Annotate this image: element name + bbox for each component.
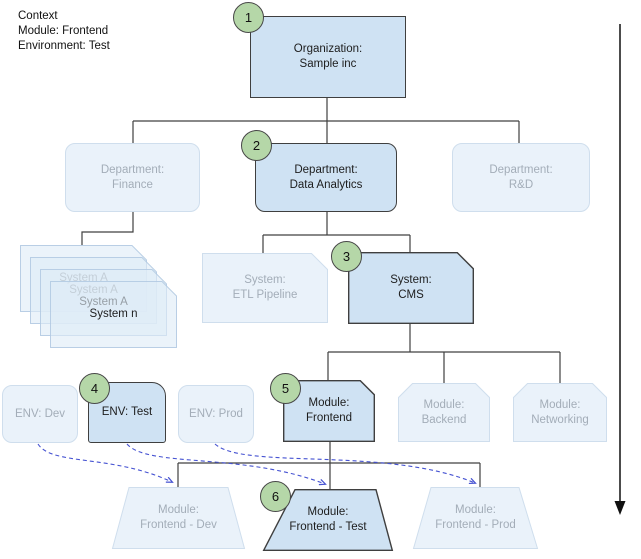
node-system-etl[interactable]: System: ETL Pipeline (202, 253, 328, 323)
env-prod-label: ENV: Prod (189, 407, 243, 420)
context-legend: Context Module: Frontend Environment: Te… (18, 9, 110, 54)
env-test-link (126, 443, 327, 486)
finance-stack-connector (81, 212, 134, 245)
context-module-line: Module: Frontend (18, 25, 109, 37)
node-department-rnd[interactable]: Department: R&D (452, 143, 590, 212)
system-cms-label: System: CMS (390, 274, 432, 301)
system-stack-label-4: System n (89, 308, 138, 320)
context-heading: Context (18, 10, 58, 22)
node-module-networking[interactable]: Module: Networking (513, 383, 607, 442)
step-badge-2: 2 (241, 130, 272, 161)
step-badge-1: 1 (233, 2, 264, 33)
department-finance-label: Department: Finance (100, 163, 165, 191)
frontend-prod-label: Module: Frontend - Prod (435, 504, 516, 531)
node-module-frontend[interactable]: Module: Frontend (283, 380, 375, 442)
node-system-cms[interactable]: System: CMS (348, 252, 474, 324)
department-data-analytics-label: Department: Data Analytics (289, 163, 363, 191)
env-test-label: ENV: Test (101, 406, 153, 418)
step-badge-6: 6 (260, 481, 291, 512)
dept-system-connector (262, 212, 411, 253)
system-etl-label: System: ETL Pipeline (232, 274, 298, 301)
module-deploy-connector (177, 442, 481, 489)
frontend-dev-label: Module: Frontend - Dev (140, 504, 217, 531)
node-system-stack-card-4[interactable]: System n (50, 281, 177, 348)
node-department-data-analytics[interactable]: Department: Data Analytics (255, 143, 397, 212)
node-department-finance[interactable]: Department: Finance (65, 143, 200, 212)
env-dev-label: ENV: Dev (14, 407, 66, 420)
node-env-dev[interactable]: ENV: Dev (2, 385, 78, 443)
env-dev-link (37, 443, 174, 483)
step-badge-5: 5 (270, 373, 301, 404)
node-organization[interactable]: Organization: Sample inc (250, 16, 406, 98)
module-frontend-label: Module: Frontend (305, 397, 353, 424)
department-rnd-label: Department: R&D (489, 163, 553, 191)
env-prod-link (214, 443, 477, 485)
organization-label: Organization: Sample inc (293, 43, 363, 70)
module-networking-label: Module: Networking (531, 398, 589, 426)
node-frontend-test[interactable]: Module: Frontend - Test (262, 489, 394, 551)
node-frontend-dev[interactable]: Module: Frontend - Dev (111, 487, 246, 549)
system-module-connector (327, 324, 561, 383)
node-module-backend[interactable]: Module: Backend (398, 383, 490, 442)
step-badge-3: 3 (331, 241, 362, 272)
module-backend-label: Module: Backend (421, 398, 467, 426)
frontend-test-label: Module: Frontend - Test (289, 506, 367, 533)
node-env-prod[interactable]: ENV: Prod (178, 385, 254, 443)
step-badge-4: 4 (79, 373, 110, 404)
node-frontend-prod[interactable]: Module: Frontend - Prod (412, 487, 539, 549)
org-dept-connector (132, 98, 520, 143)
context-environment-line: Environment: Test (18, 40, 110, 52)
timeline-arrow (614, 24, 626, 515)
